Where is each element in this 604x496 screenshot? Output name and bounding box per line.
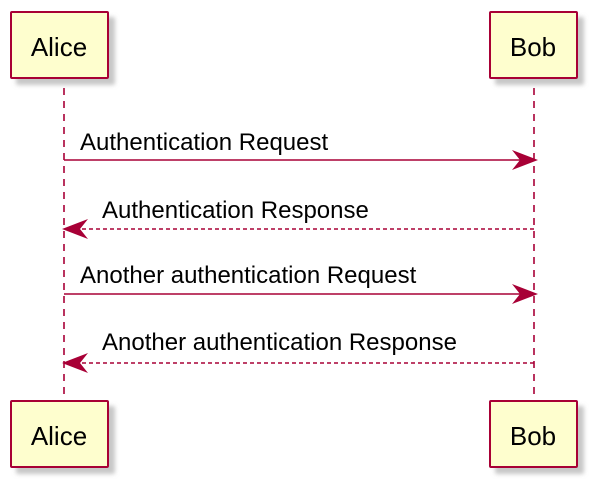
arrowhead-left-icon: [62, 219, 88, 239]
message-2: Authentication Response: [62, 197, 534, 239]
message-label: Authentication Response: [102, 197, 369, 224]
participant-bob-bottom: Bob: [489, 400, 578, 468]
participant-label: Alice: [31, 32, 87, 62]
participant-box: [10, 11, 109, 79]
arrowhead-left-icon: [62, 353, 88, 373]
message-4: Another authentication Response: [62, 329, 534, 373]
participant-label: Bob: [510, 421, 556, 451]
participant-box: [489, 400, 578, 468]
message-label: Authentication Request: [80, 129, 329, 156]
participant-label: Bob: [510, 32, 556, 62]
message-1: Authentication Request: [64, 129, 538, 170]
participant-bob-top: Bob: [489, 11, 578, 79]
arrowhead-right-icon: [512, 150, 538, 170]
participant-label: Alice: [31, 421, 87, 451]
participant-box: [489, 11, 578, 79]
message-3: Another authentication Request: [64, 262, 538, 304]
participant-alice-top: Alice: [10, 11, 109, 79]
participant-alice-bottom: Alice: [10, 400, 109, 468]
arrowhead-right-icon: [512, 284, 538, 304]
message-label: Another authentication Response: [102, 329, 457, 356]
message-label: Another authentication Request: [80, 262, 417, 289]
participant-box: [10, 400, 109, 468]
